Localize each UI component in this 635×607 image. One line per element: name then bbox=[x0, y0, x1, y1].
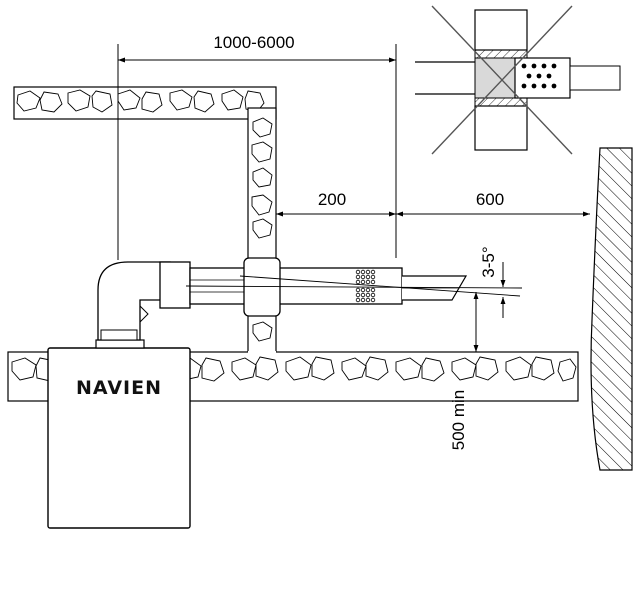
ceiling-wall bbox=[13, 86, 277, 120]
label-opposite-clearance: 600 bbox=[476, 190, 504, 209]
label-flue-length: 1000-6000 bbox=[213, 33, 294, 52]
label-slope: 3-5° bbox=[479, 246, 498, 277]
flue-elbow bbox=[97, 261, 171, 341]
dim-slope: 3-5° bbox=[479, 246, 506, 318]
slope-reference-lines bbox=[185, 275, 523, 297]
label-height-above-ground: 500 min bbox=[449, 390, 468, 450]
dim-height-above-ground: 500 min bbox=[449, 292, 479, 450]
incorrect-installation-inset bbox=[415, 5, 621, 155]
dim-opposite-clearance: 600 bbox=[396, 190, 590, 217]
brand-logo: NAVIEN bbox=[76, 377, 162, 399]
boiler-unit: NAVIEN bbox=[47, 339, 191, 529]
dim-wall-protrusion: 200 bbox=[275, 190, 396, 226]
opposite-wall bbox=[590, 147, 633, 471]
dim-flue-length: 1000-6000 bbox=[117, 33, 397, 260]
label-wall-protrusion: 200 bbox=[318, 190, 346, 209]
terminal-vent-holes bbox=[355, 269, 376, 303]
